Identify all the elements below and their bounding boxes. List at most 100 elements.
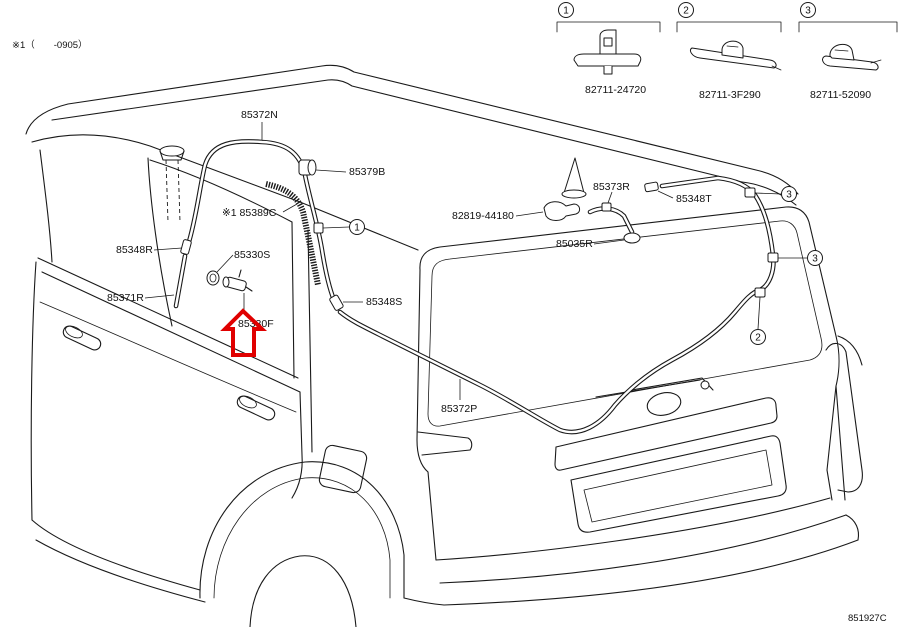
quarter-window-front-frame (147, 157, 173, 327)
label-85372n: 85372N (241, 109, 278, 121)
label-85348t: 85348T (676, 193, 712, 205)
part-labels: 85372N 85379B ※1 85389C 85348R 85330S 85… (107, 109, 712, 415)
beltline-upper (37, 257, 299, 379)
clip-marker-3-upper: 3 (781, 186, 797, 202)
clamp-82819-44180 (543, 201, 581, 221)
rocker-panel (35, 539, 206, 603)
license-plate-inner (583, 449, 773, 523)
legend-marker-3-circle (800, 2, 816, 18)
legend-marker-1-circle (558, 2, 574, 18)
part-85330f (222, 269, 253, 292)
roof-inner-edge (51, 79, 743, 183)
clip-marker-1: 1 (349, 219, 365, 235)
nozzle-85373r (587, 202, 635, 235)
ring-85330s (206, 270, 220, 286)
washer-hose-85372p-core (338, 176, 775, 434)
hose-protector-85389c (265, 181, 321, 286)
rear-glass (427, 220, 823, 427)
hatch-lower-right (826, 469, 833, 501)
hose-clip-3-lower (767, 252, 779, 263)
clip-1-leg (603, 66, 613, 75)
roof-side-rail (31, 134, 419, 251)
leader-82819-44180 (515, 211, 544, 217)
applicability-note: ※1（ -0905） (12, 39, 88, 51)
door-handle-rear-grip (236, 395, 276, 421)
legend-bracket-1 (556, 21, 661, 33)
right-tail-lamp (825, 342, 863, 493)
label-85348r: 85348R (116, 244, 153, 256)
license-plate-recess (570, 435, 787, 533)
door-handle-front (62, 325, 102, 351)
leader-85330s (216, 254, 234, 273)
clip-3-cup (829, 43, 855, 61)
antenna-mast (563, 157, 585, 194)
rear-bumper-end (845, 514, 860, 541)
rear-bumper-lower (443, 539, 859, 606)
door-handle-rear (236, 395, 276, 421)
leader-85035r (593, 239, 625, 245)
cap-85035r (623, 232, 641, 244)
rear-right-body-edge (835, 385, 846, 501)
figure-id: 851927C (848, 613, 887, 624)
rear-tire (249, 555, 357, 627)
rear-spoiler (741, 181, 797, 206)
clip-3-base (822, 55, 879, 71)
legend-part-no-3: 82711-52090 (810, 89, 871, 101)
clip-marker-3-upper-circle (781, 186, 797, 202)
legend-part-no-2: 82711-3F290 (699, 89, 761, 101)
filler-neck-body (159, 150, 185, 161)
legend-clip-3: 3 82711-52090 (798, 2, 898, 101)
wheel-arch-outer (199, 461, 405, 599)
clip-marker-3-lower: 3 (807, 250, 823, 266)
label-85348s: 85348S (366, 296, 402, 308)
clip-marker-1-number: 1 (354, 223, 360, 234)
rear-wiper-pivot (700, 380, 710, 390)
ring-85330s-outer (206, 270, 220, 286)
clip-1-flange (573, 53, 642, 67)
rear-corner-lower (403, 597, 445, 606)
clip-marker-2-circle (750, 329, 766, 345)
hatch-lower-left (427, 471, 437, 561)
hatch-bottom-edge (435, 497, 831, 561)
door-front-edge (30, 261, 37, 521)
leader-85348t (657, 190, 674, 199)
door-lower-edge (31, 519, 201, 591)
label-85379b: 85379B (349, 166, 385, 178)
leader-clip-2 (757, 296, 761, 330)
filler-neck-cap (159, 145, 185, 157)
label-85330s: 85330S (234, 249, 270, 261)
roof-outer-edge (25, 64, 799, 195)
roof-antenna (561, 157, 587, 199)
fuel-door (318, 444, 368, 494)
rear-bumper-upper (439, 514, 847, 584)
rear-emblem (646, 392, 682, 416)
clip-marker-2: 2 (750, 329, 766, 345)
door-rear-edge (291, 391, 303, 499)
front-window-frame (39, 149, 53, 263)
clip-1-head (603, 37, 613, 47)
legend-marker-1: 1 (563, 6, 569, 17)
clip-2-detail (726, 45, 782, 71)
wheel-arch-inner (213, 477, 391, 599)
clip-marker-2-number: 2 (755, 333, 761, 344)
legend-marker-2-circle (678, 2, 694, 18)
door-handle-front-recess (65, 325, 83, 339)
clip-marker-3-upper-number: 3 (786, 190, 792, 201)
clip-marker-3-lower-number: 3 (812, 254, 818, 265)
legend-clip-2: 2 82711-3F290 (676, 2, 782, 101)
highlight-arrow (220, 308, 268, 357)
hatch-garnish (554, 397, 778, 471)
part-85330f-end (222, 276, 230, 288)
part-85330f-nozzle (238, 269, 253, 292)
quarter-window-rear-frame (291, 221, 295, 379)
washer-system (159, 139, 779, 435)
label-85373r: 85373R (593, 181, 630, 193)
hatch-left-edge (416, 269, 429, 473)
leader-85373r (607, 191, 613, 204)
door-handle-front-grip (62, 325, 102, 351)
clip-marker-1-circle (349, 219, 365, 235)
clip-2-strip (689, 47, 777, 69)
label-85372p: 85372P (441, 403, 477, 415)
joint-85348t (644, 181, 659, 193)
